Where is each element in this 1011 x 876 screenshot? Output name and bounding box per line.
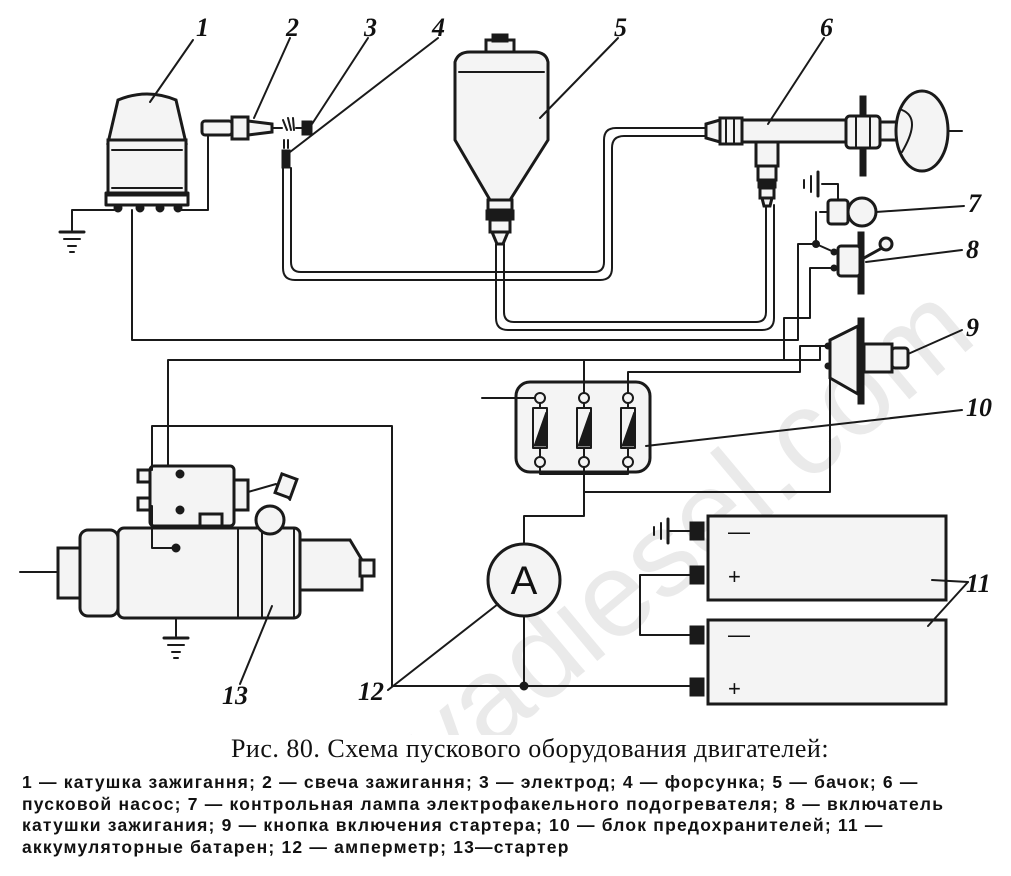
starter-ground-symbol: [162, 617, 190, 659]
label-9: 9: [966, 313, 979, 342]
ignition-coil: [104, 92, 190, 213]
indicator-lamp: [803, 170, 878, 228]
battery-lower: — +: [689, 618, 948, 706]
starter-motor: [19, 464, 376, 620]
battery-upper-plus: +: [728, 564, 741, 589]
injector-nozzle: [281, 139, 291, 169]
battery-ground-symbol: [653, 517, 691, 545]
figure-legend: 1 — катушка зажигання; 2 — свеча зажиган…: [22, 772, 945, 857]
fuel-line-tank-to-pump: [495, 204, 775, 331]
leader-lines: [149, 37, 969, 691]
battery-upper-minus: —: [728, 519, 750, 544]
coil-ground-symbol: [58, 209, 115, 253]
label-4: 4: [431, 13, 445, 42]
battery-upper: — +: [689, 514, 948, 602]
starting-equipment-diagram: nevadiesel.com: [19, 13, 996, 735]
label-8: 8: [966, 235, 979, 264]
label-5: 5: [614, 13, 627, 42]
label-6: 6: [820, 13, 833, 42]
callout-numbers: 1 2 3 4 5 6 7 8 9 10 11 12 13: [196, 13, 992, 710]
label-7: 7: [968, 189, 982, 218]
label-13: 13: [222, 681, 248, 710]
label-2: 2: [285, 13, 299, 42]
ammeter: A: [486, 542, 562, 618]
label-10: 10: [966, 393, 992, 422]
label-11: 11: [966, 569, 991, 598]
battery-lower-plus: +: [728, 676, 741, 701]
spark-plug: [200, 115, 283, 141]
label-1: 1: [196, 13, 209, 42]
label-12: 12: [358, 677, 384, 706]
starting-pump: [704, 89, 963, 208]
fuel-tank: [453, 33, 550, 246]
fuse-block: [514, 380, 652, 474]
figure-caption: Рис. 80. Схема пускового оборудования дв…: [230, 734, 830, 763]
ignition-coil-switch: [830, 231, 894, 295]
fuel-line-injector-to-pump: [282, 127, 707, 281]
electrode: [282, 117, 313, 136]
battery-lower-minus: —: [728, 622, 750, 647]
wiring: [131, 209, 835, 691]
ammeter-letter: A: [511, 559, 538, 603]
label-3: 3: [363, 13, 377, 42]
